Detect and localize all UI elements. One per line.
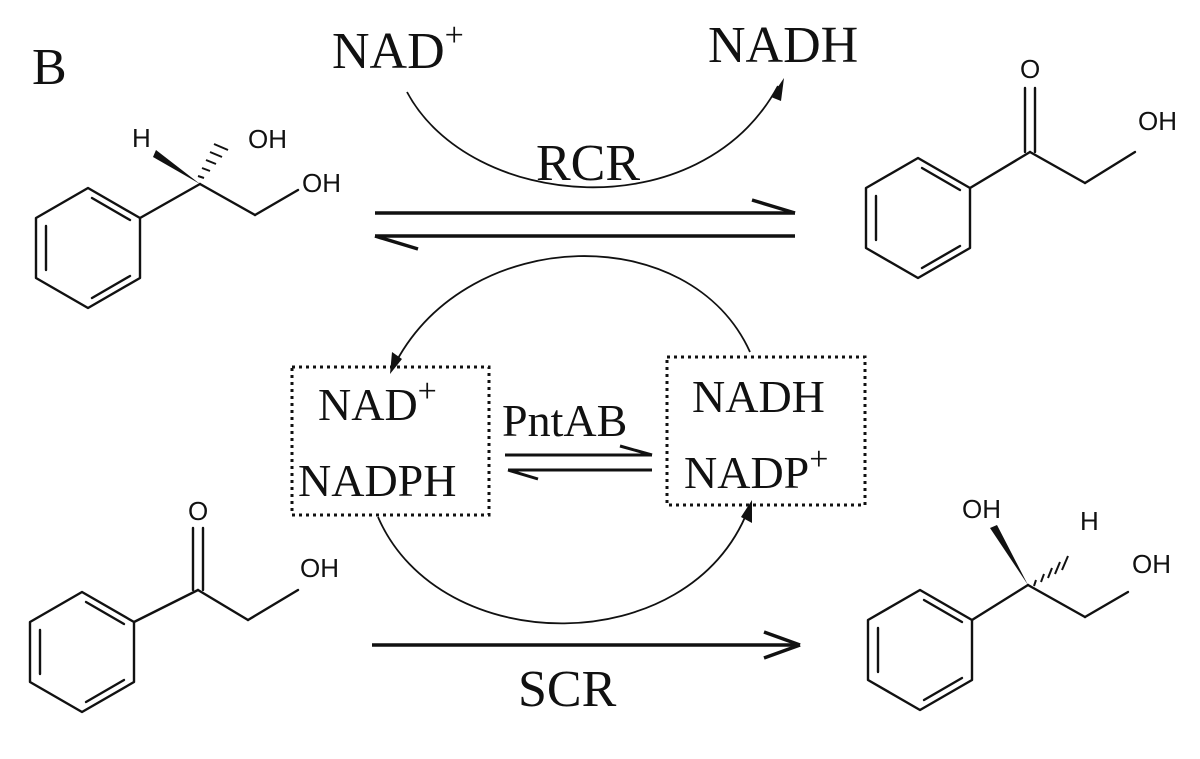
right-cofactor-box [665, 355, 867, 507]
molecule-phenylethanediol-bottom: OH H OH [866, 494, 1171, 712]
molecule-phenylethanediol-top: H OH OH [34, 123, 341, 310]
left-box-nad: NAD+ [318, 373, 437, 430]
panel-label: B [32, 39, 67, 96]
molecule-hydroxyacetophenone-bottom: O OH [28, 496, 339, 714]
atom-o: O [1020, 54, 1040, 84]
atom-h: H [1080, 506, 1099, 536]
right-box-nadh: NADH [692, 371, 825, 422]
top-nad-label: NAD+ [332, 17, 464, 80]
atom-oh: OH [962, 494, 1001, 524]
top-nadh-label: NADH [708, 17, 858, 74]
atom-oh: OH [302, 168, 341, 198]
left-cofactor-box [290, 365, 491, 517]
left-box-nadph: NADPH [298, 455, 456, 506]
atom-h: H [132, 123, 151, 153]
atom-o: O [188, 496, 208, 526]
atom-oh: OH [300, 553, 339, 583]
molecule-hydroxyacetophenone-top: O OH [864, 54, 1177, 280]
lower-cycle-curve [377, 509, 749, 625]
top-cofactor-curve [406, 85, 779, 189]
equilibrium-arrows [374, 198, 796, 251]
rcr-enzyme-label: RCR [536, 135, 640, 192]
atom-oh: OH [248, 124, 287, 154]
upper-cycle-curve [395, 255, 751, 363]
scr-arrow [372, 630, 801, 660]
pntab-enzyme-label: PntAB [502, 395, 627, 446]
pntab-equilibrium-arrows [505, 444, 653, 481]
scr-enzyme-label: SCR [518, 661, 617, 718]
atom-oh: OH [1138, 106, 1177, 136]
lower-cycle-arrowhead [741, 500, 752, 523]
right-box-nadp: NADP+ [684, 441, 828, 498]
top-curve-arrowhead [771, 78, 784, 101]
atom-oh: OH [1132, 549, 1171, 579]
